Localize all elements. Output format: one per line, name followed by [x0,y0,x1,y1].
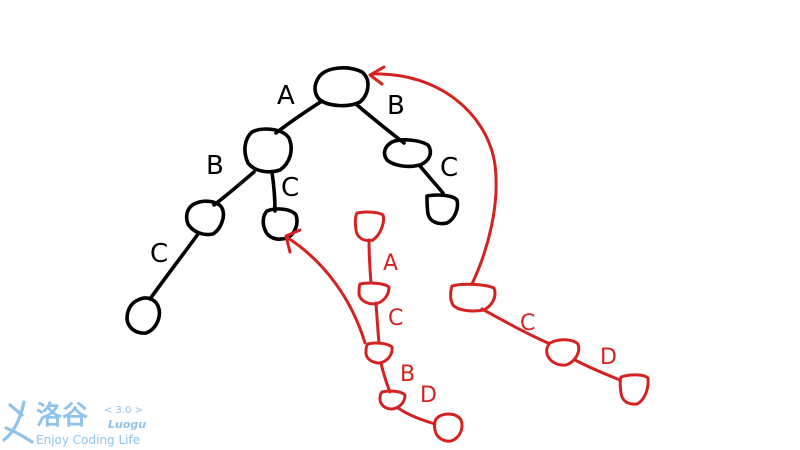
red2-edge-2 [573,358,622,382]
red2-merge-arrow [370,72,498,286]
red1-merge-arrow [286,236,367,345]
label-b-left: B [206,151,224,181]
red2-node-3 [618,373,650,406]
red-tree-2: C D [368,65,650,406]
node-rb-leaf [425,193,460,226]
red1-node-1 [353,210,385,242]
label-root-right: B [387,91,405,121]
red2-node-2 [545,338,581,367]
label-c-left: C [150,239,168,269]
red1-edge-4 [396,406,437,426]
red1-label-d: D [420,383,437,408]
red2-label-c: C [520,311,535,336]
red1-edge-3 [379,361,392,394]
node-bb-leaf [125,296,162,335]
node-bb [184,199,226,237]
luogu-logo-icon [2,400,34,444]
label-rb-child: C [440,153,458,183]
edge-rb-to-leaf [418,164,445,195]
node-b [243,127,293,174]
red2-node-1 [449,282,497,313]
red1-label-c: C [388,306,403,331]
edge-b-to-bc [270,170,277,213]
red1-node-4 [378,389,407,411]
label-root-left: A [277,81,295,111]
edge-bb-to-leaf [148,232,200,301]
red1-label-b: B [400,362,415,387]
red1-label-a: A [383,251,398,276]
red2-edge-1 [480,307,550,345]
black-tree: A B B C C C [125,66,460,335]
watermark-brand-en: Luogu [108,418,146,431]
red1-node-3 [364,341,394,365]
luogu-watermark: 洛谷 < 3.0 > Luogu Enjoy Coding Life [2,400,146,447]
node-rb [382,138,433,169]
red1-node-2 [357,281,391,306]
red2-merge-arrowhead [368,65,386,86]
red1-edge-2 [374,301,381,345]
red-tree-1: A C B D [284,210,464,443]
watermark-brand-cn: 洛谷 [36,400,89,431]
red2-label-d: D [600,345,617,370]
red1-edge-1 [367,238,373,285]
label-b-right: C [281,173,299,203]
watermark-tagline: Enjoy Coding Life [36,433,140,447]
red1-merge-arrowhead [284,228,302,254]
watermark-version: < 3.0 > [104,405,143,416]
node-root [313,66,370,108]
red1-node-5 [432,412,464,443]
